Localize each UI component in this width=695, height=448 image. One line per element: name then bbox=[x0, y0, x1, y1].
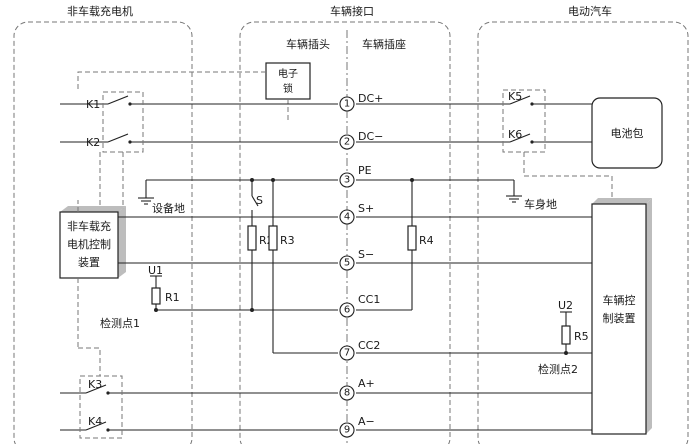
electronic-lock-box bbox=[265, 62, 311, 100]
switch-k2 bbox=[107, 133, 132, 144]
pin-9-label: A− bbox=[358, 415, 375, 428]
pin-3: 3 bbox=[339, 172, 355, 188]
vehicle-controller-line1: 车辆控 bbox=[603, 293, 636, 307]
charger-controller-line3: 装置 bbox=[78, 256, 100, 269]
section-title-vehicle: 电动汽车 bbox=[568, 4, 612, 18]
u1-label: U1 bbox=[148, 264, 163, 277]
pin-5: 5 bbox=[339, 255, 355, 271]
switch-s bbox=[251, 195, 259, 207]
r1-label: R1 bbox=[165, 291, 180, 304]
chassis-ground-label: 车身地 bbox=[524, 197, 557, 211]
vehicle-section-frame bbox=[477, 21, 689, 448]
pin-2-number: 2 bbox=[344, 137, 350, 148]
switch-k5 bbox=[509, 95, 534, 106]
pin-7-label: CC2 bbox=[358, 339, 380, 352]
pin-2: 2 bbox=[339, 134, 355, 150]
pin-7: 7 bbox=[339, 345, 355, 361]
section-title-charger: 非车载充电机 bbox=[67, 4, 133, 18]
pin-3-number: 3 bbox=[344, 175, 350, 186]
switch-k4 bbox=[85, 421, 110, 432]
battery-pack bbox=[591, 97, 663, 169]
switch-k6 bbox=[509, 133, 534, 144]
pin-1-number: 1 bbox=[344, 99, 350, 110]
pin-9: 9 bbox=[339, 422, 355, 438]
vehicle-controller-line2: 制装置 bbox=[603, 312, 636, 325]
k5-label: K5 bbox=[508, 90, 522, 103]
pin-8: 8 bbox=[339, 385, 355, 401]
pin-5-label: S− bbox=[358, 248, 374, 261]
lock-label-line2: 锁 bbox=[283, 82, 293, 95]
pin-5-number: 5 bbox=[344, 258, 350, 269]
r5-label: R5 bbox=[574, 330, 589, 343]
pin-1: 1 bbox=[339, 96, 355, 112]
u2-label: U2 bbox=[558, 299, 573, 312]
k3-k4-gang-frame bbox=[79, 375, 123, 439]
k6-label: K6 bbox=[508, 128, 522, 141]
resistor-r1 bbox=[151, 287, 161, 305]
switch-s-label: S bbox=[256, 194, 263, 207]
pin-6-label: CC1 bbox=[358, 293, 380, 306]
pin-9-number: 9 bbox=[344, 425, 350, 436]
charger-section-frame bbox=[13, 21, 193, 448]
pin-7-number: 7 bbox=[344, 348, 350, 359]
r3-label: R3 bbox=[280, 234, 295, 247]
interface-section-frame bbox=[239, 21, 451, 448]
lock-link-line bbox=[77, 71, 266, 92]
charger-controller-line2: 电机控制 bbox=[67, 237, 111, 251]
switch-k1 bbox=[107, 95, 132, 106]
vehicle-controller: 车辆控 制装置 bbox=[591, 198, 652, 435]
resistor-r4 bbox=[407, 225, 417, 251]
switch-k3 bbox=[85, 384, 110, 395]
charger-controller: 非车载充 电机控制 装置 bbox=[59, 206, 126, 279]
pin-3-label: PE bbox=[358, 164, 372, 177]
battery-label: 电池包 bbox=[611, 127, 644, 140]
k1-k2-gang-frame bbox=[102, 91, 144, 153]
socket-label: 车辆插座 bbox=[362, 37, 406, 51]
charger-controller-line1: 非车载充 bbox=[67, 219, 111, 233]
k3-label: K3 bbox=[88, 378, 102, 391]
pin-4-number: 4 bbox=[344, 212, 350, 223]
k2-label: K2 bbox=[86, 136, 100, 149]
lock-label-line1: 电子 bbox=[278, 67, 298, 80]
section-title-interface: 车辆接口 bbox=[330, 4, 374, 18]
pin-6: 6 bbox=[339, 302, 355, 318]
detection-point-2: 检测点2 bbox=[538, 362, 578, 376]
k1-label: K1 bbox=[86, 98, 100, 111]
pin-1-label: DC+ bbox=[358, 92, 383, 105]
pin-8-label: A+ bbox=[358, 377, 375, 390]
resistor-r3 bbox=[268, 225, 278, 251]
pin-4-label: S+ bbox=[358, 202, 374, 215]
plug-label: 车辆插头 bbox=[286, 37, 330, 51]
ground-symbol-equipment bbox=[138, 197, 154, 205]
r4-label: R4 bbox=[419, 234, 434, 247]
resistor-r5 bbox=[561, 325, 571, 345]
pin-6-number: 6 bbox=[344, 305, 350, 316]
detection-point-1: 检测点1 bbox=[100, 316, 140, 330]
pin-2-label: DC− bbox=[358, 130, 383, 143]
pin-4: 4 bbox=[339, 209, 355, 225]
ground-symbol-chassis bbox=[506, 195, 522, 203]
k4-label: K4 bbox=[88, 415, 102, 428]
resistor-r2 bbox=[247, 225, 257, 251]
equipment-ground-label: 设备地 bbox=[152, 201, 185, 215]
pin-8-number: 8 bbox=[344, 388, 350, 399]
